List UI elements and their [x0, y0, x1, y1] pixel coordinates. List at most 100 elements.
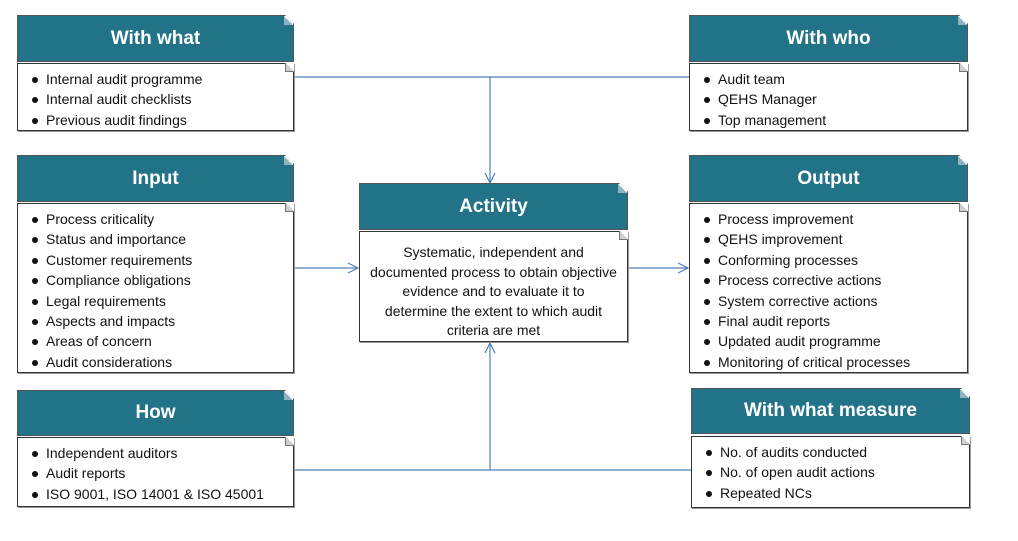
bullet-icon	[704, 77, 710, 83]
with-who-body: Audit team QEHS Manager Top management	[689, 63, 968, 131]
list-item-text: Aspects and impacts	[46, 312, 176, 329]
output-header: Output	[689, 155, 968, 202]
list-item-text: Updated audit programme	[718, 333, 881, 350]
with-who-list: Audit team QEHS Manager Top management	[700, 69, 963, 130]
bullet-icon	[704, 237, 710, 244]
list-item: Repeated NCs	[702, 483, 965, 503]
how-title: How	[135, 402, 176, 423]
with-what-measure-header: With what measure	[691, 388, 970, 434]
with-who-title: With who	[786, 27, 871, 49]
bullet-icon	[704, 117, 710, 124]
list-item-text: System corrective actions	[718, 292, 878, 309]
list-item-text: Process corrective actions	[718, 272, 882, 289]
list-item-text: Repeated NCs	[720, 484, 812, 501]
list-item-text: Internal audit programme	[46, 71, 203, 87]
list-item-text: QEHS Manager	[718, 91, 817, 108]
list-item-text: Audit team	[718, 71, 785, 87]
corner-fold-icon	[284, 156, 293, 165]
corner-fold-icon	[961, 436, 970, 445]
how-list: Independent auditors Audit reports ISO 9…	[28, 443, 289, 504]
output-card: Output Process improvement QEHS improvem…	[689, 155, 968, 373]
list-item: Conforming processes	[700, 250, 963, 270]
activity-header: Activity	[359, 183, 628, 230]
list-item: QEHS Manager	[700, 89, 963, 109]
list-item: Monitoring of critical processes	[700, 352, 963, 372]
input-title: Input	[132, 167, 179, 189]
activity-description: Systematic, independent and documented p…	[370, 244, 617, 338]
output-list: Process improvement QEHS improvement Con…	[700, 209, 963, 372]
list-item: Aspects and impacts	[28, 311, 289, 331]
how-body: Independent auditors Audit reports ISO 9…	[17, 437, 294, 507]
corner-fold-icon	[960, 389, 969, 398]
bullet-icon	[32, 359, 38, 366]
list-item: Independent auditors	[28, 443, 289, 463]
list-item-text: Internal audit checklists	[46, 91, 192, 108]
list-item-text: Process criticality	[46, 211, 155, 227]
list-item: Process improvement	[700, 209, 963, 229]
how-header: How	[17, 390, 294, 436]
list-item-text: Areas of concern	[46, 333, 152, 350]
corner-fold-icon	[958, 16, 967, 25]
list-item: Customer requirements	[28, 250, 289, 270]
bullet-icon	[32, 451, 38, 457]
input-body: Process criticality Status and importanc…	[17, 203, 294, 373]
list-item-text: Audit reports	[46, 465, 126, 482]
list-item-text: Customer requirements	[46, 251, 193, 268]
corner-fold-icon	[618, 184, 627, 193]
bullet-icon	[704, 318, 710, 325]
bullet-icon	[706, 490, 712, 497]
list-item: Previous audit findings	[28, 110, 289, 130]
list-item-text: Independent auditors	[46, 445, 178, 461]
list-item: Updated audit programme	[700, 331, 963, 351]
list-item: Audit reports	[28, 463, 289, 483]
list-item-text: No. of open audit actions	[720, 464, 875, 481]
bullet-icon	[32, 471, 38, 478]
bullet-icon	[704, 257, 710, 264]
bullet-icon	[704, 298, 710, 305]
bullet-icon	[32, 117, 38, 124]
bullet-icon	[32, 298, 38, 305]
with-what-list: Internal audit programme Internal audit …	[28, 69, 289, 130]
activity-title: Activity	[459, 195, 528, 217]
input-header: Input	[17, 155, 294, 202]
bullet-icon	[706, 470, 712, 477]
bullet-icon	[32, 97, 38, 104]
bullet-icon	[32, 257, 38, 264]
list-item-text: Compliance obligations	[46, 272, 191, 289]
with-what-measure-body: No. of audits conducted No. of open audi…	[691, 436, 970, 508]
list-item: Final audit reports	[700, 311, 963, 331]
bullet-icon	[32, 491, 38, 498]
with-what-body: Internal audit programme Internal audit …	[17, 63, 294, 131]
with-who-card: With who Audit team QEHS Manager Top man…	[689, 15, 968, 131]
bullet-icon	[32, 237, 38, 244]
list-item: Audit team	[700, 69, 963, 89]
corner-fold-icon	[619, 231, 628, 240]
list-item-text: Final audit reports	[718, 312, 831, 329]
list-item: Process criticality	[28, 209, 289, 229]
list-item-text: Audit considerations	[46, 353, 173, 370]
activity-body: Systematic, independent and documented p…	[359, 231, 628, 342]
corner-fold-icon	[959, 63, 968, 72]
list-item: ISO 9001, ISO 14001 & ISO 45001	[28, 484, 289, 504]
bullet-icon	[704, 359, 710, 366]
corner-fold-icon	[285, 203, 294, 212]
bullet-icon	[32, 217, 38, 223]
bullet-icon	[704, 97, 710, 104]
bullet-icon	[704, 278, 710, 285]
output-title: Output	[797, 167, 860, 189]
with-what-title: With what	[110, 27, 201, 49]
with-what-card: With what Internal audit programme Inter…	[17, 15, 294, 131]
with-what-measure-title: With what measure	[744, 400, 917, 421]
corner-fold-icon	[958, 156, 967, 165]
list-item-text: Conforming processes	[718, 251, 859, 268]
input-list: Process criticality Status and importanc…	[28, 209, 289, 372]
list-item-text: Previous audit findings	[46, 111, 187, 128]
bullet-icon	[32, 318, 38, 325]
list-item-text: Top management	[718, 111, 827, 128]
bullet-icon	[32, 278, 38, 285]
corner-fold-icon	[284, 391, 293, 400]
list-item-text: Legal requirements	[46, 292, 166, 309]
list-item-text: QEHS improvement	[718, 231, 843, 248]
list-item: Internal audit programme	[28, 69, 289, 89]
